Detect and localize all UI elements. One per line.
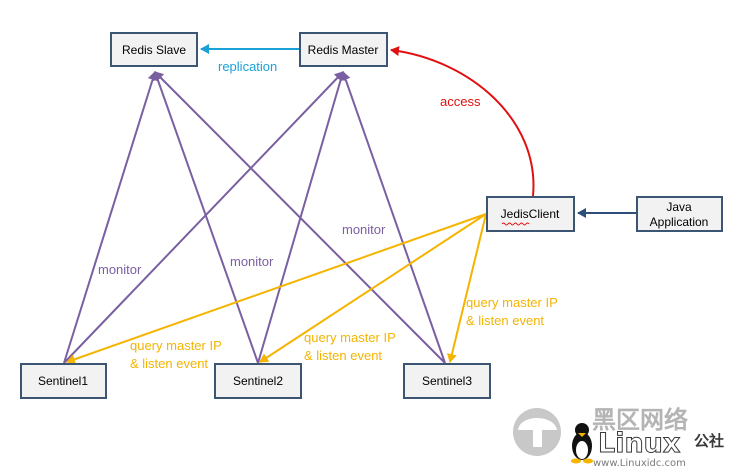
query-label-1-line1: query master IP	[130, 338, 222, 353]
monitor-label-center: monitor	[230, 254, 274, 269]
access-label: access	[440, 94, 481, 109]
java-application-label-line2: Application	[650, 215, 709, 229]
sentinel2-label: Sentinel2	[233, 374, 283, 388]
edge-access	[390, 46, 535, 197]
sentinel1-label: Sentinel1	[38, 374, 88, 388]
sentinel1-box: Sentinel1	[20, 363, 107, 399]
monitor-label-left: monitor	[98, 262, 142, 277]
query-label-2-line2: & listen event	[304, 348, 382, 363]
edge-sentinel2-monitor-slave	[152, 71, 259, 364]
edge-client-query-sentinel2	[259, 213, 487, 363]
replication-label: replication	[218, 59, 277, 74]
query-label-3-line1: query master IP	[466, 295, 558, 310]
edge-sentinel3-monitor-master	[340, 71, 446, 364]
query-label-2-line1: query master IP	[304, 330, 396, 345]
redis-slave-label: Redis Slave	[122, 43, 186, 57]
redis-slave-box: Redis Slave	[110, 32, 198, 67]
sentinel3-box: Sentinel3	[403, 363, 491, 399]
watermark-cn-text: 黑区网络	[592, 406, 688, 434]
sentinel2-box: Sentinel2	[214, 363, 302, 399]
tux-penguin-icon	[571, 423, 593, 464]
watermark-cn-suffix: 公社	[694, 432, 724, 450]
edge-sentinel1-monitor-master	[63, 71, 344, 364]
query-label-3-line2: & listen event	[466, 313, 544, 328]
jedis-client-label: JedisClient	[501, 207, 560, 221]
edge-sentinel1-monitor-slave	[63, 71, 158, 364]
monitor-edges	[63, 71, 446, 364]
jedis-client-box: JedisClient	[486, 196, 575, 232]
edge-client-query-sentinel3	[447, 213, 487, 363]
query-edges	[66, 213, 487, 365]
edge-client-query-sentinel1	[66, 213, 487, 365]
mushroom-logo-icon	[513, 408, 561, 456]
watermark-brand: Linux	[598, 428, 680, 459]
watermark-url: www.Linuxidc.com	[593, 458, 686, 469]
watermark: 黑区网络 Linux 公社 www.Linuxidc.com	[513, 406, 724, 469]
java-application-box: Java Application	[636, 196, 723, 232]
redis-master-label: Redis Master	[308, 43, 379, 57]
edge-sentinel3-monitor-slave	[154, 71, 446, 364]
sentinel3-label: Sentinel3	[422, 374, 472, 388]
redis-master-box: Redis Master	[299, 32, 388, 67]
monitor-label-right: monitor	[342, 222, 386, 237]
java-application-label-line1: Java	[666, 200, 692, 214]
query-label-1-line2: & listen event	[130, 356, 208, 371]
spellcheck-underline	[501, 222, 530, 226]
